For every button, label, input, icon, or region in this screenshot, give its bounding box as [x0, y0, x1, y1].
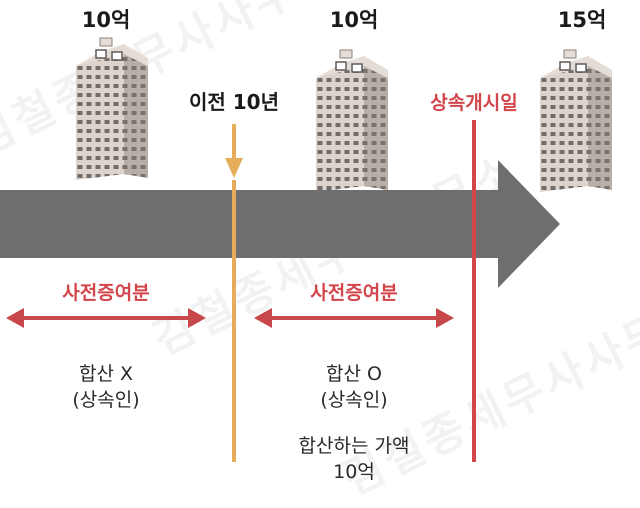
building-icon — [75, 37, 149, 181]
summed-value-line-2: 10억 — [333, 460, 375, 483]
double-arrow-icon — [254, 308, 454, 328]
prior-gift-label-right: 사전증여분 — [310, 282, 398, 304]
price-label-1: 10억 — [81, 8, 131, 32]
included-line-1: 합산 O — [326, 363, 382, 385]
building-icon — [539, 49, 613, 193]
summed-value-note: 합산하는 가액 10억 — [299, 434, 410, 485]
down-arrow-icon — [225, 158, 243, 178]
prior-gift-label-left: 사전증여분 — [62, 282, 150, 304]
not-included-line-2: (상속인) — [72, 388, 140, 411]
building-icon — [315, 49, 389, 193]
not-included-line-1: 합산 X — [78, 363, 134, 385]
ten-years-before-label: 이전 10년 — [189, 90, 279, 114]
double-arrow-icon — [6, 308, 206, 328]
summed-value-line-1: 합산하는 가액 — [298, 435, 410, 457]
inheritance-start-label: 상속개시일 — [430, 92, 518, 114]
included-note: 합산 O (상속인) — [320, 362, 387, 413]
price-label-3: 15억 — [557, 8, 607, 32]
timeline-arrow — [0, 160, 560, 288]
not-included-note: 합산 X (상속인) — [72, 362, 139, 413]
included-line-2: (상속인) — [320, 388, 388, 411]
price-label-2: 10억 — [329, 8, 379, 32]
